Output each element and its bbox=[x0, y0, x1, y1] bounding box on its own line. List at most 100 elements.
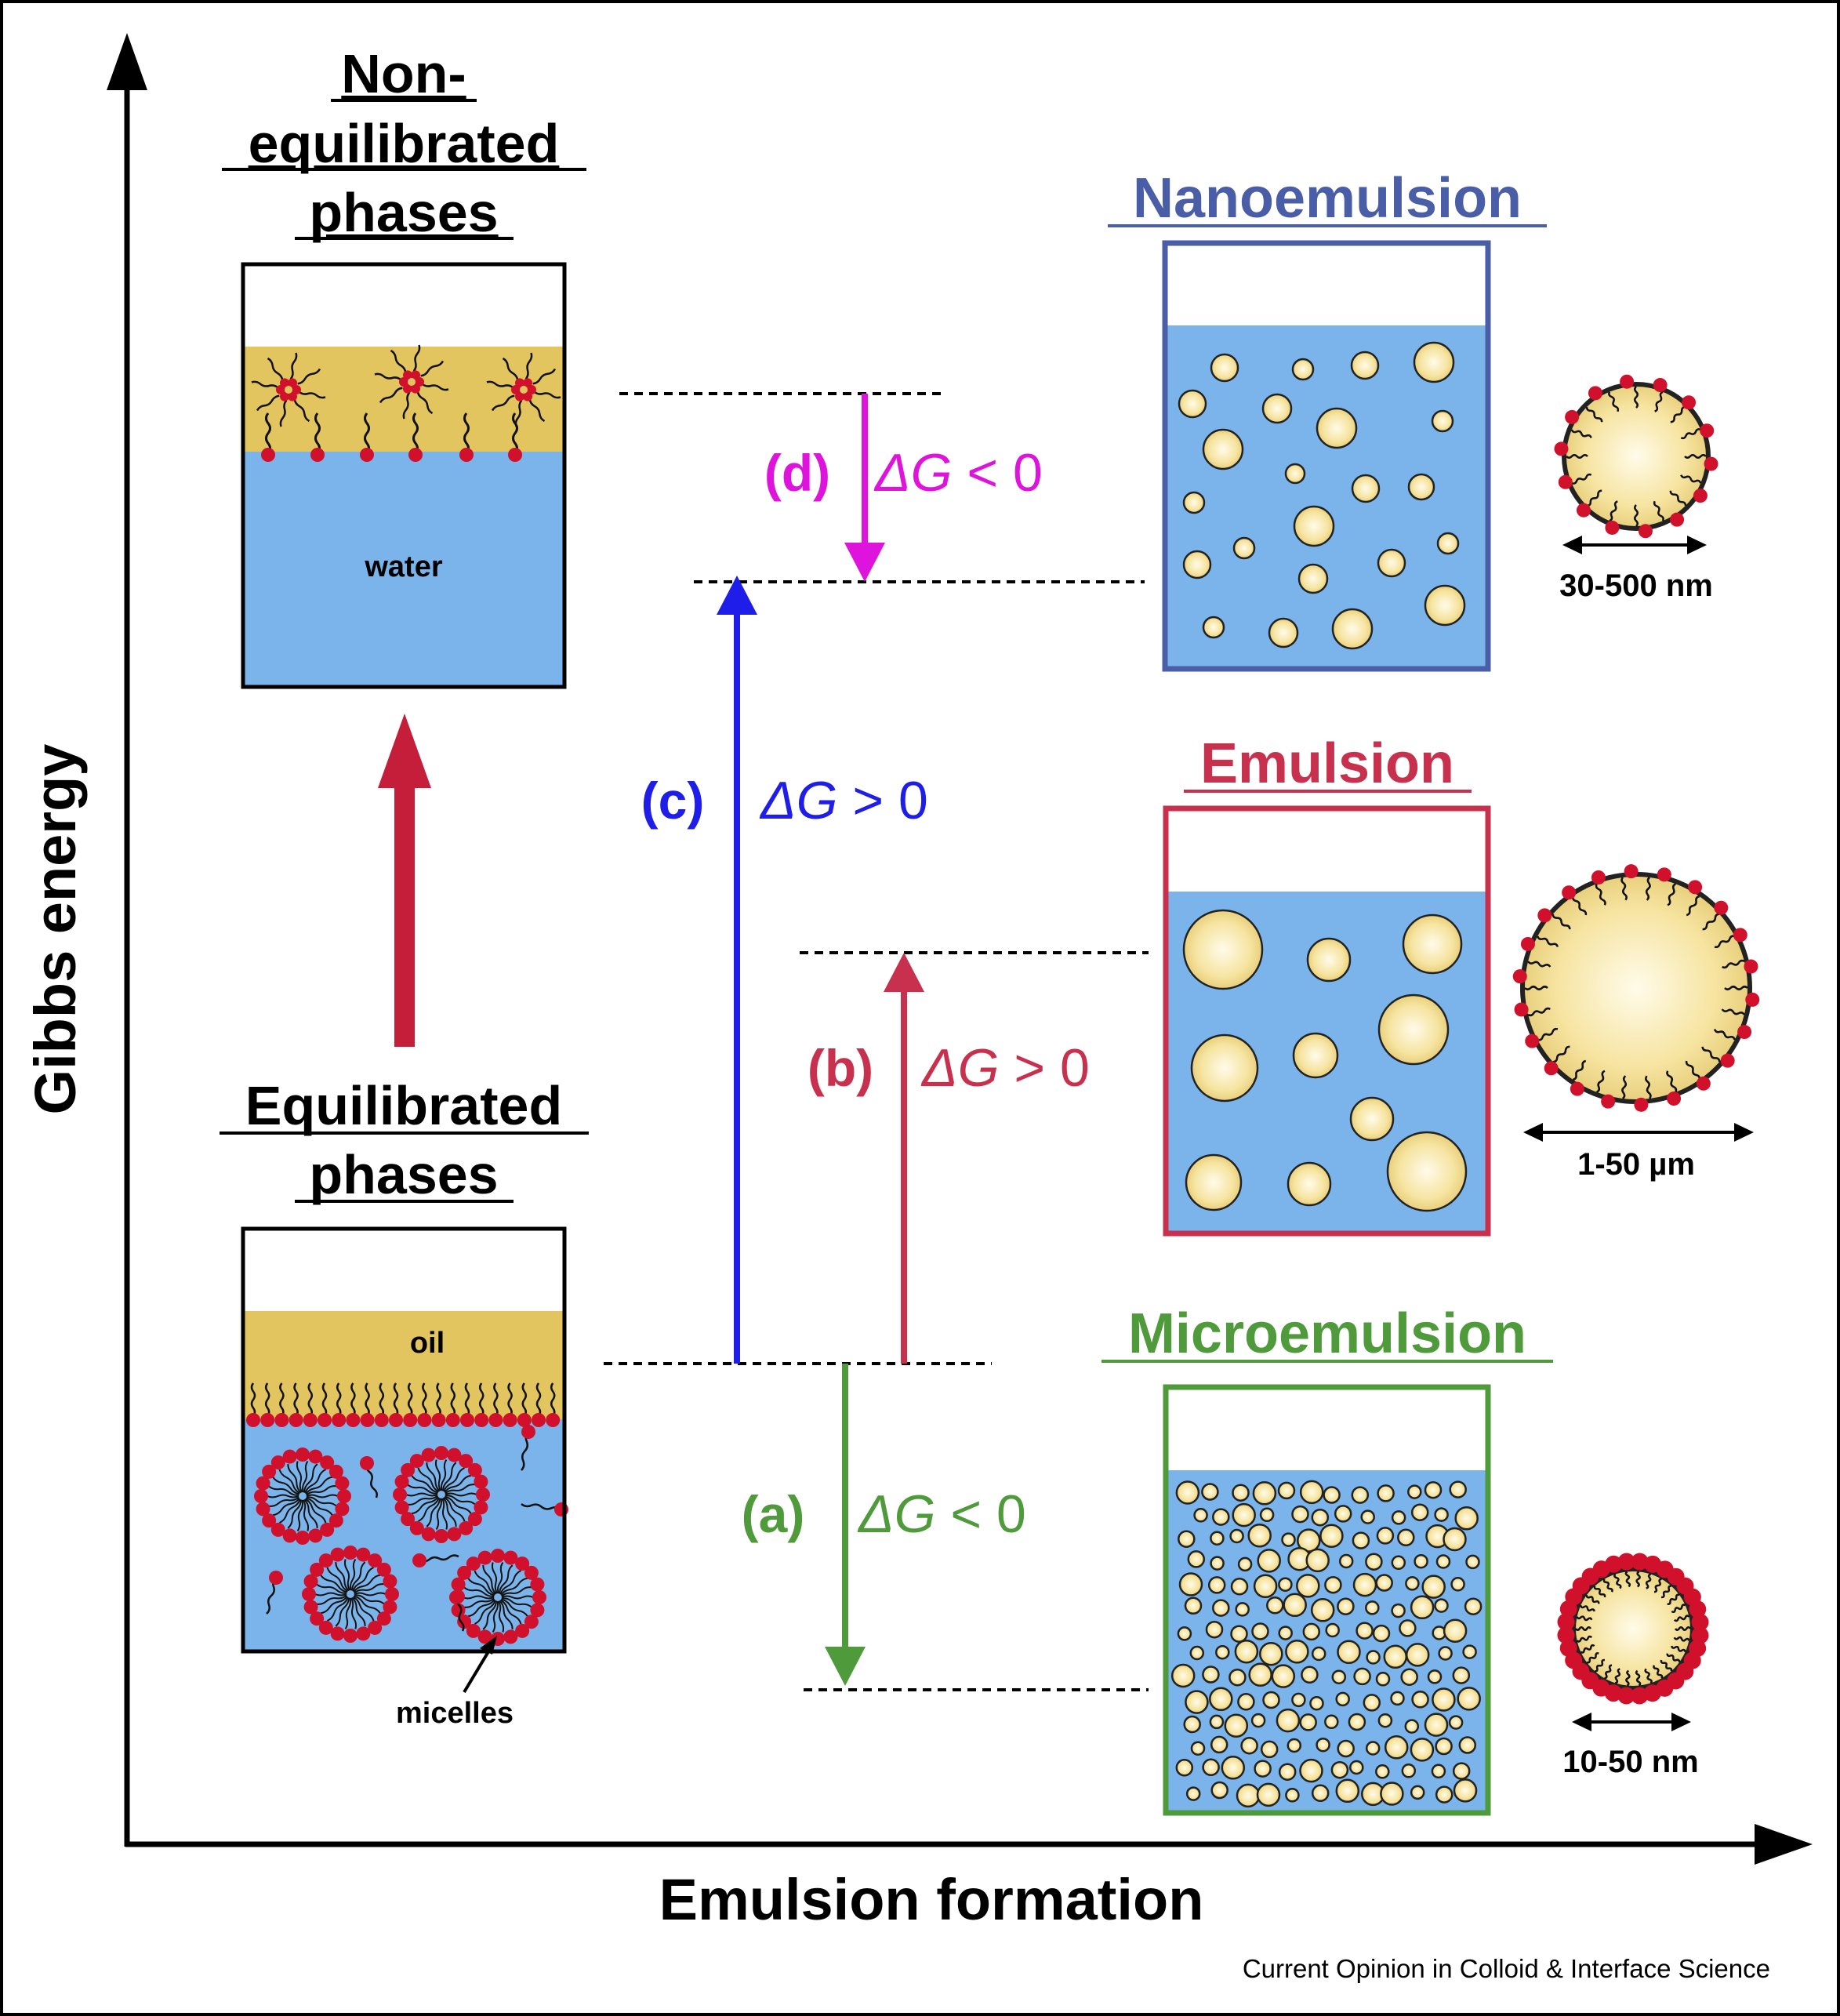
surfactant-tail bbox=[272, 1477, 299, 1495]
micro-droplet bbox=[1210, 1556, 1225, 1571]
surfactant-tail bbox=[374, 372, 402, 381]
micro-droplet bbox=[1337, 1597, 1355, 1615]
surfactant-head bbox=[1605, 520, 1620, 535]
label-a-tag: (a) bbox=[742, 1485, 805, 1543]
surfactant-head bbox=[310, 1611, 325, 1626]
surfactant-head bbox=[477, 1550, 492, 1565]
surfactant-head bbox=[447, 1527, 462, 1542]
surfactant-tail bbox=[445, 1495, 472, 1514]
droplet-detail bbox=[1557, 1553, 1709, 1705]
surfactant-head bbox=[421, 1448, 436, 1462]
surfactant-head bbox=[474, 1500, 488, 1515]
surfactant-tail bbox=[1653, 1578, 1662, 1593]
surfactant-tail bbox=[407, 1484, 438, 1495]
surfactant-head bbox=[1554, 441, 1569, 456]
size-arrow-left bbox=[1523, 1123, 1543, 1142]
micro-droplet bbox=[1183, 1715, 1201, 1734]
surfactant-tail bbox=[316, 1594, 347, 1605]
micro-droplet bbox=[1189, 1645, 1205, 1661]
micro-droplet bbox=[1438, 1646, 1453, 1661]
surfactant-head bbox=[1601, 1094, 1616, 1109]
surfactant-head bbox=[320, 1455, 335, 1470]
surfactant-head bbox=[288, 378, 297, 388]
surfactant-tail bbox=[1673, 1636, 1690, 1642]
surfactant-tail bbox=[1645, 877, 1651, 901]
surfactant-head bbox=[330, 1547, 345, 1562]
surfactant-tail bbox=[443, 1496, 466, 1522]
droplet bbox=[1297, 563, 1329, 594]
micro-droplet bbox=[1278, 1577, 1293, 1592]
micro-droplet bbox=[1324, 1575, 1342, 1594]
micro-droplet bbox=[1232, 1484, 1250, 1502]
droplet bbox=[1402, 914, 1463, 975]
surfactant-tail bbox=[1722, 959, 1745, 969]
surfactant-tail bbox=[436, 1382, 441, 1417]
surfactant-tail bbox=[492, 1600, 499, 1633]
surfactant-head bbox=[376, 1562, 391, 1577]
surfactant-tail bbox=[464, 1382, 470, 1417]
arrow-c-head bbox=[717, 576, 757, 615]
micro-droplet bbox=[1421, 1575, 1446, 1599]
surfactant-head bbox=[434, 1529, 448, 1543]
surfactant-tail bbox=[524, 352, 533, 380]
label-b-expression: ΔG > 0 bbox=[920, 1038, 1090, 1098]
surfactant-head bbox=[1544, 1061, 1559, 1076]
surfactant-tail bbox=[1670, 405, 1686, 423]
surfactant-head bbox=[1520, 936, 1535, 951]
micro-droplet bbox=[1296, 1574, 1320, 1598]
micro-droplet bbox=[1424, 1480, 1443, 1499]
water-label: water bbox=[364, 550, 442, 583]
emulsion-panel: Emulsion 1-50 µm bbox=[1163, 732, 1760, 1237]
microemulsion-panel: Microemulsion 10-50 nm bbox=[1101, 1302, 1709, 1816]
micro-droplet bbox=[1376, 1527, 1395, 1545]
micro-droplet bbox=[1452, 1666, 1471, 1684]
micro-droplet bbox=[1299, 1480, 1324, 1505]
surfactant-head bbox=[1704, 456, 1718, 471]
micro-droplet bbox=[1299, 1713, 1317, 1731]
surfactant-head bbox=[1638, 524, 1653, 539]
micro-droplet bbox=[1232, 1502, 1256, 1527]
micro-droplet bbox=[1277, 1481, 1296, 1500]
micro-droplet bbox=[1201, 1483, 1219, 1501]
surfactant-head bbox=[466, 1623, 481, 1638]
micro-droplet bbox=[1377, 1484, 1395, 1502]
surfactant-head bbox=[393, 1487, 407, 1502]
micro-droplet bbox=[1248, 1662, 1272, 1687]
surfactant-tail bbox=[314, 412, 321, 454]
surfactant-tail bbox=[1572, 1059, 1587, 1081]
micro-droplet bbox=[1287, 1738, 1302, 1753]
surfactant-tail bbox=[407, 1382, 413, 1417]
droplet bbox=[1386, 1131, 1468, 1212]
surfactant-tail bbox=[1635, 1571, 1641, 1588]
micro-droplet bbox=[1240, 1736, 1258, 1755]
micelles-label: micelles bbox=[396, 1697, 514, 1730]
droplets bbox=[1178, 341, 1466, 650]
surfactant-tail bbox=[302, 1460, 309, 1493]
surfactant-head bbox=[260, 1413, 275, 1427]
surfactant-head bbox=[466, 1556, 481, 1571]
surfactant-head bbox=[1559, 1639, 1577, 1657]
surfactant-tail bbox=[1685, 1060, 1701, 1081]
equilibrated-beaker: oil micelles bbox=[241, 1226, 568, 1730]
surfactant-tail bbox=[1527, 961, 1551, 968]
surfactant-head bbox=[1670, 512, 1685, 527]
surfactant-tail bbox=[1713, 1029, 1736, 1041]
surfactant-tail bbox=[445, 1484, 476, 1495]
surfactant-tail bbox=[442, 1497, 457, 1527]
surfactant-tail bbox=[306, 1497, 333, 1516]
micro-droplet bbox=[1458, 1736, 1477, 1754]
surfactant-head bbox=[451, 1577, 466, 1592]
surfactant-head bbox=[303, 1574, 318, 1589]
surfactant-tail bbox=[268, 1485, 299, 1496]
surfactant-tail bbox=[306, 1494, 339, 1498]
beaker-outline bbox=[241, 1226, 567, 1654]
emulsion-title: Emulsion bbox=[1200, 732, 1454, 795]
surfactant-head bbox=[503, 1413, 517, 1427]
surfactant-tail bbox=[1595, 883, 1606, 906]
micro-droplet bbox=[1323, 1486, 1341, 1504]
surfactant-head bbox=[431, 1413, 446, 1427]
surfactant-head bbox=[503, 1550, 518, 1565]
non-equilibrated-title-line-1: Non- bbox=[341, 43, 466, 104]
microemulsion-title: Microemulsion bbox=[1128, 1302, 1526, 1365]
surfactant-head bbox=[274, 1413, 289, 1427]
